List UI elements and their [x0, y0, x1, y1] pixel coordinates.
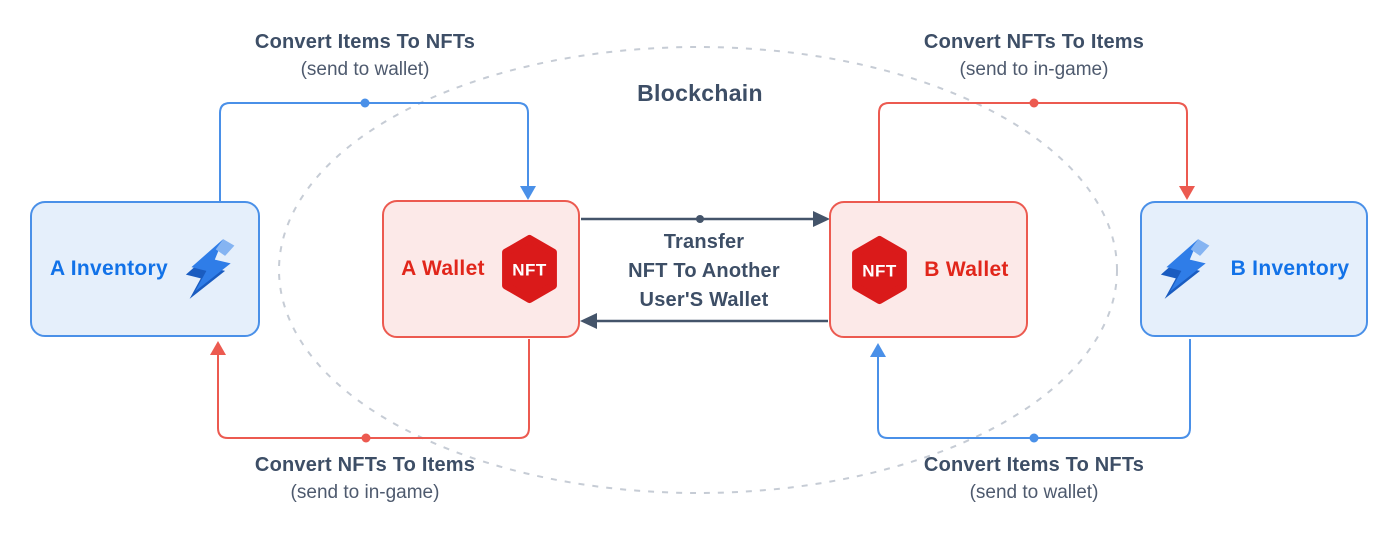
flow-dot — [696, 215, 704, 223]
nft-hexagon-icon: NFT — [848, 235, 911, 305]
arrowhead-down-icon — [520, 186, 536, 200]
blockchain-title: Blockchain — [637, 80, 763, 106]
transfer-line: User'S Wallet — [639, 289, 769, 311]
label-convert-nfts-to-items-top: Convert NFTs To Items (send to in-game) — [859, 31, 1209, 81]
arrowhead-down-icon — [1179, 186, 1195, 200]
label-convert-items-to-nfts-top: Convert Items To NFTs (send to wallet) — [190, 31, 540, 81]
arrowhead-up-icon — [870, 343, 886, 357]
flow-label-title: Convert Items To NFTs — [923, 454, 1145, 476]
node-label: A Wallet — [401, 257, 485, 280]
flow-a-wallet-to-a-inventory — [210, 339, 530, 443]
node-label: A Inventory — [49, 257, 169, 280]
flow-a-inventory-to-a-wallet — [219, 98, 536, 201]
transfer-arrow-a-to-b — [581, 211, 830, 227]
arrowhead-left-icon — [580, 313, 597, 329]
flow-label-subtitle: (send to in-game) — [290, 482, 440, 503]
label-convert-items-to-nfts-bottom: Convert Items To NFTs (send to wallet) — [859, 454, 1209, 504]
flow-dot — [1029, 98, 1039, 108]
nft-badge-text: NFT — [863, 261, 898, 280]
nft-hexagon-icon: NFT — [498, 234, 561, 304]
node-label: B Wallet — [924, 257, 1009, 281]
flow-dot — [1029, 433, 1039, 443]
flow-label-title: Convert Items To NFTs — [254, 31, 476, 53]
lightning-bolt-icon — [1159, 236, 1215, 302]
blockchain-ellipse — [278, 46, 1118, 494]
node-a-wallet: A Wallet NFT — [382, 200, 580, 338]
flow-label-title: Convert NFTs To Items — [923, 31, 1145, 53]
nft-badge-text: NFT — [512, 261, 547, 280]
flow-label-subtitle: (send to wallet) — [969, 482, 1099, 503]
flow-dot — [361, 433, 371, 443]
flow-dot — [360, 98, 370, 108]
node-b-inventory: B Inventory — [1140, 201, 1368, 337]
flow-label-title: Convert NFTs To Items — [254, 454, 476, 476]
transfer-line: Transfer — [663, 231, 745, 253]
node-b-wallet: NFT B Wallet — [829, 201, 1028, 338]
arrowhead-up-icon — [210, 341, 226, 355]
transfer-line: NFT To Another — [628, 260, 780, 282]
transfer-label: Transfer NFT To Another User'S Wallet — [580, 228, 828, 315]
flow-label-subtitle: (send to wallet) — [300, 59, 430, 80]
transfer-arrow-b-to-a — [580, 313, 828, 329]
label-convert-nfts-to-items-bottom: Convert NFTs To Items (send to in-game) — [190, 454, 540, 504]
arrowhead-right-icon — [813, 211, 830, 227]
node-a-inventory: A Inventory — [30, 201, 260, 337]
lightning-bolt-icon — [184, 236, 240, 302]
flow-label-subtitle: (send to in-game) — [959, 59, 1109, 80]
flow-b-inventory-to-b-wallet — [870, 339, 1191, 443]
node-label: B Inventory — [1230, 257, 1350, 280]
flow-b-wallet-to-b-inventory — [878, 98, 1195, 201]
